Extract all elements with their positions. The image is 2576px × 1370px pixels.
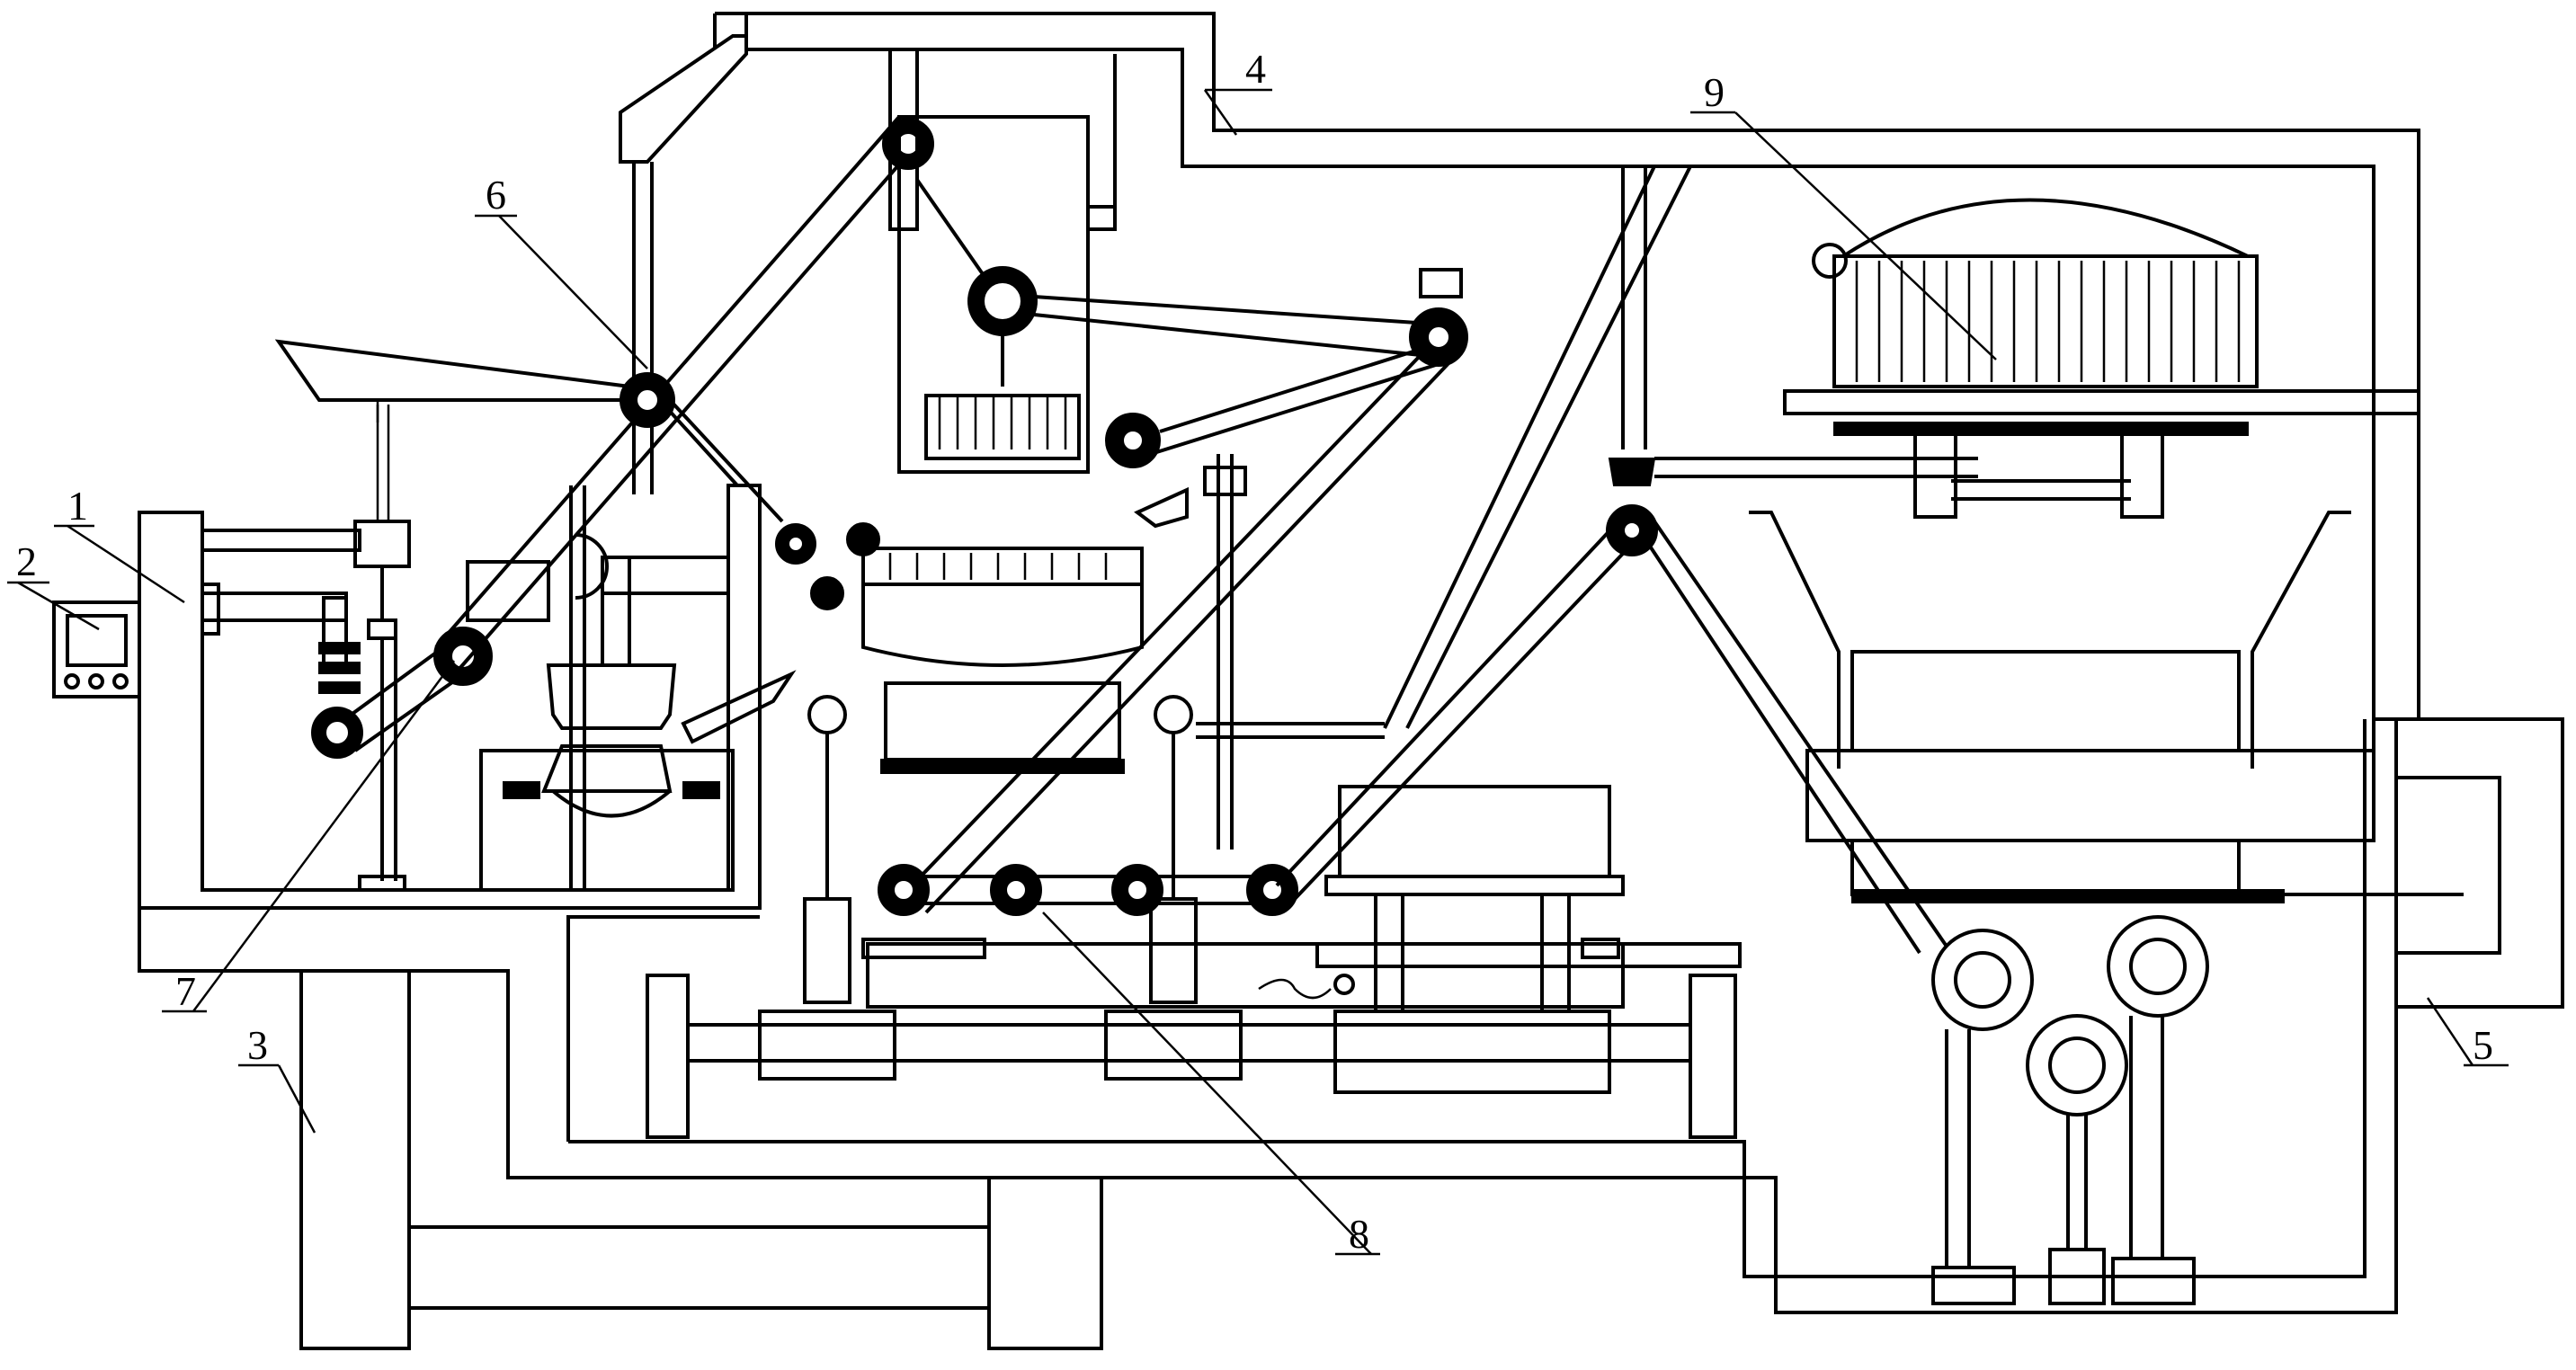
label-1: 1	[67, 483, 88, 529]
label-2: 2	[16, 538, 37, 584]
control-box	[52, 600, 141, 698]
part-labels: 1 2 3 4 5 6 7 8 9	[7, 46, 2509, 1257]
wash-tank	[681, 522, 1385, 1004]
label-9: 9	[1704, 69, 1725, 115]
right-struts	[1275, 165, 1978, 955]
upper-brush-unit	[888, 48, 1468, 914]
label-8: 8	[1349, 1211, 1369, 1257]
label-6: 6	[486, 172, 506, 218]
spin-basket	[1783, 198, 2420, 519]
incline-conveyor	[434, 34, 934, 672]
label-7: 7	[175, 968, 196, 1014]
leader-lines	[17, 89, 2474, 1255]
label-4: 4	[1245, 46, 1266, 92]
dryer-box	[1258, 785, 1742, 1011]
label-5: 5	[2473, 1022, 2493, 1068]
left-mechanism	[201, 339, 735, 892]
right-tank	[1749, 511, 2464, 1305]
label-3: 3	[247, 1022, 268, 1068]
